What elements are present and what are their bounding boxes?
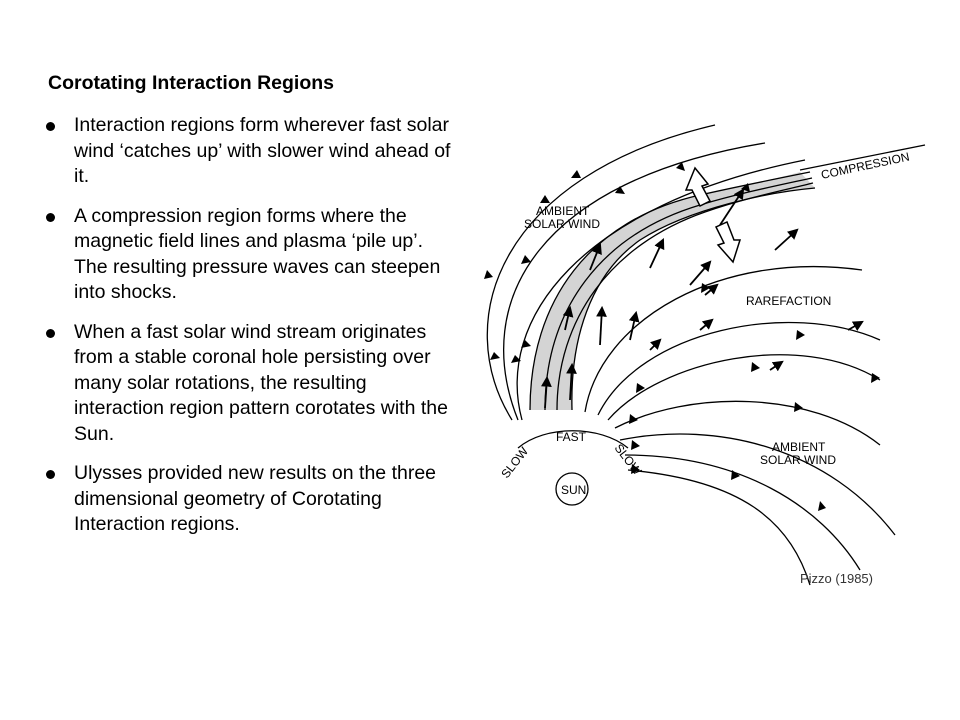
flow-arrow: [649, 238, 665, 269]
arrowhead-icon: [794, 402, 803, 412]
arrowhead-icon: [484, 270, 493, 279]
label-slow-left: SLOW: [498, 444, 531, 481]
line-arrowheads: [484, 162, 880, 511]
arrowhead-icon: [571, 170, 581, 178]
field-line: [486, 124, 716, 421]
sun-circle: [555, 472, 589, 506]
arrowhead-icon: [731, 470, 740, 480]
arrowhead-icon: [631, 440, 640, 450]
flow-arrow: [562, 305, 574, 331]
flow-arrow: [704, 283, 719, 296]
pressure-arrows: [684, 166, 742, 264]
label-fast: FAST: [556, 430, 587, 444]
arrowhead-icon: [511, 355, 521, 363]
arrowhead-icon: [796, 330, 805, 340]
figure-credit: Pizzo (1985): [800, 571, 873, 586]
label-ambient-top-1: AMBIENT: [536, 204, 590, 218]
flow-arrow: [847, 320, 864, 331]
field-line: [614, 400, 881, 446]
label-rarefaction: RAREFACTION: [746, 294, 831, 308]
flow-arrow: [774, 228, 799, 251]
flow-arrow: [589, 242, 602, 271]
bullet-text: Ulysses provided new results on the thre…: [74, 462, 437, 535]
pressure-arrow-down-icon: [714, 220, 742, 264]
arrowhead-icon: [741, 183, 750, 192]
slide-title: Corotating Interaction Regions: [48, 72, 335, 94]
sun-arc: [517, 430, 629, 449]
arrowhead-icon: [636, 383, 645, 393]
bullet-item: Interaction regions form wherever fast s…: [44, 113, 456, 190]
field-line: [597, 321, 881, 416]
label-ambient-bottom-1: AMBIENT: [772, 440, 826, 454]
label-slow-right: SLOW: [612, 441, 645, 478]
arrowhead-icon: [540, 195, 550, 203]
bullet-dot-icon: [46, 328, 55, 338]
arrowhead-icon: [631, 464, 640, 474]
arrowhead-icon: [521, 340, 531, 348]
label-sun: SUN: [561, 483, 586, 497]
field-line: [619, 433, 896, 536]
field-line: [544, 177, 813, 411]
bullet-item: Ulysses provided new results on the thre…: [44, 461, 456, 538]
arrowhead-icon: [701, 283, 710, 293]
pressure-arrow-up-icon: [684, 166, 712, 208]
bullet-list: Interaction regions form wherever fast s…: [44, 113, 456, 552]
arrowhead-icon: [615, 186, 625, 194]
field-line: [607, 354, 881, 421]
bullet-text: When a fast solar wind stream originates…: [74, 320, 448, 445]
flow-arrow: [628, 310, 640, 341]
field-line: [584, 265, 863, 413]
field-line: [529, 171, 811, 411]
arrowhead-icon: [871, 373, 880, 383]
arrowhead-icon: [676, 162, 685, 171]
flow-arrows: [541, 188, 864, 409]
field-line: [799, 144, 926, 171]
bullet-text: Interaction regions form wherever fast s…: [74, 114, 451, 187]
bullet-dot-icon: [46, 122, 55, 131]
arrowhead-icon: [751, 362, 760, 372]
flow-arrow: [689, 260, 712, 286]
arrowhead-icon: [629, 414, 638, 424]
flow-arrow: [719, 188, 745, 226]
flow-arrow: [649, 338, 662, 351]
field-line: [624, 454, 861, 571]
field-line: [627, 469, 811, 586]
flow-arrow: [566, 362, 577, 401]
field-lines: [486, 124, 926, 586]
arrowhead-icon: [818, 501, 826, 511]
flow-arrow: [769, 360, 784, 372]
arrowhead-icon: [521, 255, 531, 264]
field-line: [571, 187, 816, 411]
bullet-item: A compression region forms where the mag…: [44, 204, 456, 306]
field-line: [556, 182, 814, 411]
arrowhead-icon: [490, 352, 500, 360]
label-compression: COMPRESSION: [820, 150, 911, 182]
field-line: [516, 159, 806, 421]
flow-arrow: [699, 318, 714, 331]
bullet-dot-icon: [46, 470, 55, 479]
bullet-item: When a fast solar wind stream originates…: [44, 320, 456, 448]
label-ambient-top-2: SOLAR WIND: [524, 217, 600, 231]
flow-arrow: [596, 305, 607, 346]
field-line: [503, 142, 766, 421]
label-ambient-bottom-2: SOLAR WIND: [760, 453, 836, 467]
bullet-text: A compression region forms where the mag…: [74, 204, 441, 304]
bullet-dot-icon: [46, 212, 55, 222]
flow-arrow: [541, 375, 552, 409]
